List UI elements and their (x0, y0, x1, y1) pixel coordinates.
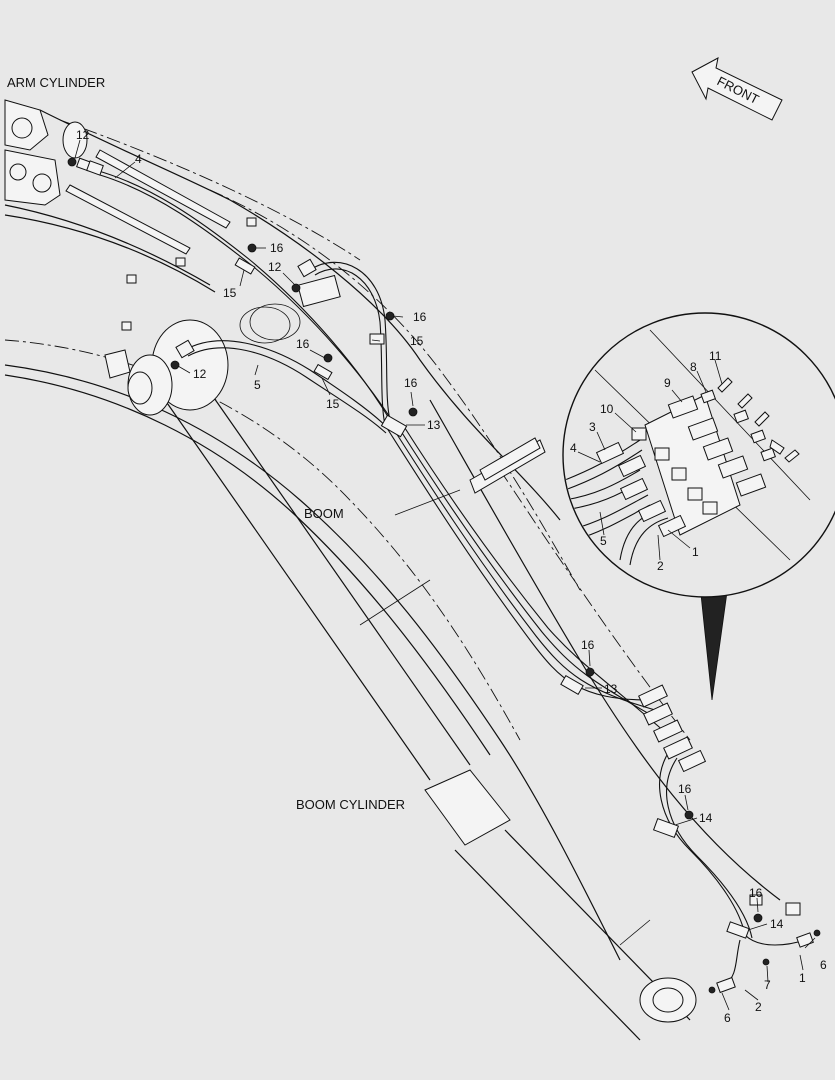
callout-15-b: 15 (410, 334, 424, 348)
callout-13-a: 13 (427, 418, 441, 432)
fittings (67, 157, 821, 994)
callout-13-b: 13 (604, 682, 618, 696)
callout-2-detail: 2 (657, 559, 664, 573)
hose-lines (94, 169, 806, 986)
callout-11-detail: 11 (709, 349, 722, 363)
callout-12-arm: 12 (76, 128, 90, 142)
callout-5-detail: 5 (600, 534, 607, 548)
arm-cylinder-label: ARM CYLINDER (7, 75, 105, 90)
callout-16-c: 16 (296, 337, 310, 351)
callout-12-mid: 12 (268, 260, 282, 274)
leader-lines (74, 139, 816, 1011)
callout-2-main: 2 (755, 1000, 762, 1014)
callout-16-f: 16 (678, 782, 692, 796)
callout-1-main: 1 (799, 971, 806, 985)
callout-8-detail: 8 (690, 360, 697, 374)
callout-16-d: 16 (404, 376, 418, 390)
arm-cylinder (4, 99, 88, 206)
callout-15-c: 15 (326, 397, 340, 411)
callout-4-main: 4 (135, 152, 142, 166)
callout-14-b: 14 (770, 917, 784, 931)
callout-14-a: 14 (699, 811, 713, 825)
detail-magnifier (562, 312, 835, 701)
callout-12-boom: 12 (193, 367, 207, 381)
callout-16-e: 16 (581, 638, 595, 652)
boom-cylinder-label: BOOM CYLINDER (296, 797, 405, 812)
callout-numbers: 12 4 16 12 15 16 15 16 12 5 15 16 13 16 … (76, 128, 827, 1025)
callout-10-detail: 10 (600, 402, 614, 416)
callout-4-detail: 4 (570, 441, 577, 455)
boom-cylinder (104, 303, 697, 1041)
callout-7-main: 7 (764, 978, 771, 992)
callout-6-right: 6 (820, 958, 827, 972)
callout-5-main: 5 (254, 378, 261, 392)
callout-16-g: 16 (749, 886, 763, 900)
callout-6-left: 6 (724, 1011, 731, 1025)
front-direction-arrow (691, 57, 783, 121)
callout-15-a: 15 (223, 286, 237, 300)
callout-16-b: 16 (413, 310, 427, 324)
callout-3-detail: 3 (589, 420, 596, 434)
boom-label: BOOM (304, 506, 344, 521)
callout-9-detail: 9 (664, 376, 671, 390)
callout-16-a: 16 (270, 241, 284, 255)
callout-1-detail: 1 (692, 545, 699, 559)
